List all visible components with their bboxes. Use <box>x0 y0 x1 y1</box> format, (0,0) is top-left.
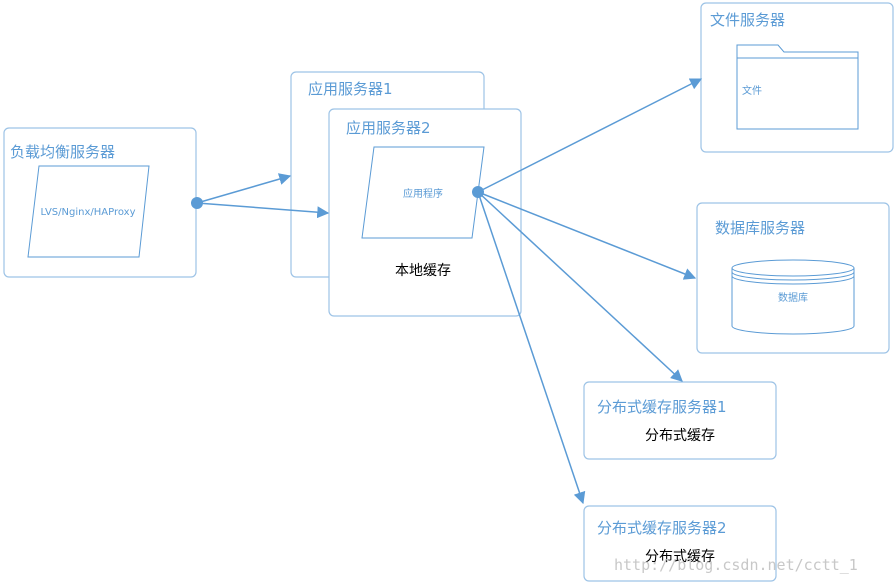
load-balancer-process-shape <box>27 165 150 258</box>
application-process-label: 应用程序 <box>403 187 443 200</box>
load-balancer-process-label: LVS/Nginx/HAProxy <box>40 207 135 218</box>
dist-cache-server-1-title: 分布式缓存服务器1 <box>597 398 727 416</box>
lb-connection-point <box>191 197 203 209</box>
app-server-2-title: 应用服务器2 <box>346 119 431 137</box>
local-cache-label: 本地缓存 <box>395 263 451 279</box>
dist-cache-server-1-node: 分布式缓存服务器1 分布式缓存 <box>583 381 777 460</box>
edge-app-to-cache1 <box>477 191 683 382</box>
db-server-title: 数据库服务器 <box>715 219 805 237</box>
dist-cache-1-label: 分布式缓存 <box>645 428 715 444</box>
edge-app-to-cache2 <box>477 191 586 505</box>
file-label: 文件 <box>742 84 762 97</box>
edge-lb-to-app1 <box>196 173 292 204</box>
watermark: http://blog.csdn.net/cctt_1 <box>614 556 858 574</box>
file-server-title: 文件服务器 <box>710 11 785 29</box>
app-connection-point <box>472 186 484 198</box>
database-cylinder-icon <box>731 259 855 335</box>
app-server-2-node: 应用服务器2 应用程序 本地缓存 <box>328 108 522 317</box>
database-label: 数据库 <box>778 291 808 304</box>
dist-cache-server-2-node: 分布式缓存服务器2 分布式缓存 <box>583 505 777 582</box>
load-balancer-node: 负载均衡服务器 LVS/Nginx/HAProxy <box>3 127 197 278</box>
application-process-shape <box>361 146 485 239</box>
edge-app-to-file <box>477 78 703 193</box>
dist-cache-server-2-title: 分布式缓存服务器2 <box>597 519 727 537</box>
dist-cache-2-label: 分布式缓存 <box>645 549 715 565</box>
edge-app-to-db <box>477 191 697 280</box>
app-server-1-title: 应用服务器1 <box>308 80 393 98</box>
folder-icon <box>736 44 859 130</box>
edge-lb-to-app2 <box>196 202 330 219</box>
file-server-node: 文件服务器 文件 <box>700 2 894 153</box>
db-server-node: 数据库服务器 数据库 <box>696 202 890 354</box>
load-balancer-title: 负载均衡服务器 <box>10 143 115 161</box>
